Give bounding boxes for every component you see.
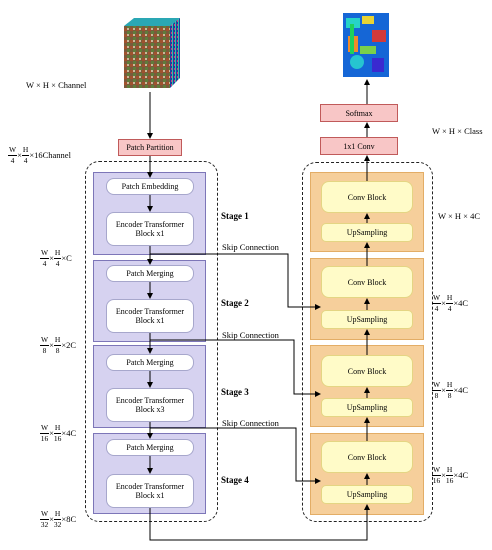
output-dimension-label: W × H × Class xyxy=(432,126,483,136)
patch-merging-stage2: Patch Merging xyxy=(106,265,194,282)
frac-numerator: W xyxy=(8,145,18,156)
frac-denominator: 4 xyxy=(10,155,15,165)
frac-denominator: 4 xyxy=(434,303,439,313)
stage3-label: Stage 3 xyxy=(221,387,249,397)
frac-denominator: 16 xyxy=(53,433,62,443)
encoder-container xyxy=(85,161,218,522)
frac-denominator: 32 xyxy=(40,519,49,529)
frac-denominator: 4 xyxy=(23,155,28,165)
encoder-block-stage2: Encoder Transformer Block x1 xyxy=(106,299,194,333)
upsampling-1: UpSampling xyxy=(321,223,413,242)
stage2-label: Stage 2 xyxy=(221,298,249,308)
frac-denominator: 4 xyxy=(42,258,47,268)
frac-numerator: W xyxy=(40,423,50,434)
frac-numerator: H xyxy=(53,423,62,434)
skip-connection-label-1: Skip Connection xyxy=(222,242,279,252)
conv-block-2: Conv Block xyxy=(321,266,413,298)
conv-block-3: Conv Block xyxy=(321,355,413,387)
frac-denominator: 8 xyxy=(447,390,452,400)
patch-merging-stage4: Patch Merging xyxy=(106,439,194,456)
conv-block-1: Conv Block xyxy=(321,181,413,213)
dimension-suffix: 4C xyxy=(458,298,469,308)
upsampling-4: UpSampling xyxy=(321,485,413,504)
frac-numerator: W xyxy=(40,335,50,346)
frac-denominator: 8 xyxy=(55,345,60,355)
dimension-suffix: 8C xyxy=(66,514,77,524)
frac-numerator: W xyxy=(432,380,442,391)
frac-numerator: H xyxy=(21,145,30,156)
frac-numerator: W xyxy=(432,293,442,304)
frac-numerator: H xyxy=(445,380,454,391)
skip-connection-label-2: Skip Connection xyxy=(222,330,279,340)
input-image-cube xyxy=(124,18,180,88)
frac-denominator: 16 xyxy=(40,433,49,443)
upsampling-2: UpSampling xyxy=(321,310,413,329)
frac-denominator: 8 xyxy=(434,390,439,400)
input-dimension-label: W × H × Channel xyxy=(26,80,87,90)
patch-embedding-box: Patch Embedding xyxy=(106,178,194,195)
stage1-label: Stage 1 xyxy=(221,211,249,221)
dimension-suffix: 16Channel xyxy=(34,150,71,160)
encoder-block-stage3: Encoder Transformer Block x3 xyxy=(106,388,194,422)
frac-denominator: 8 xyxy=(42,345,47,355)
dimension-suffix: 4C xyxy=(458,470,469,480)
frac-denominator: 16 xyxy=(445,475,454,485)
decoder-dimension-label-1: W × H × 4C xyxy=(438,211,481,221)
patch-merging-stage3: Patch Merging xyxy=(106,354,194,371)
frac-numerator: H xyxy=(53,509,62,520)
frac-denominator: 32 xyxy=(53,519,62,529)
dimension-suffix: 2C xyxy=(66,340,77,350)
conv1x1-box: 1x1 Conv xyxy=(320,137,398,155)
frac-denominator: 4 xyxy=(447,303,452,313)
upsampling-3: UpSampling xyxy=(321,398,413,417)
frac-denominator: 4 xyxy=(55,258,60,268)
dimension-suffix: 4C xyxy=(458,385,469,395)
frac-numerator: W xyxy=(40,509,50,520)
frac-numerator: W xyxy=(40,248,50,259)
skip-connection-label-3: Skip Connection xyxy=(222,418,279,428)
frac-numerator: W xyxy=(432,465,442,476)
output-classification-map xyxy=(343,13,389,77)
softmax-box: Softmax xyxy=(320,104,398,122)
encoder-block-stage4: Encoder Transformer Block x1 xyxy=(106,474,194,508)
frac-numerator: H xyxy=(445,465,454,476)
frac-numerator: H xyxy=(445,293,454,304)
frac-denominator: 16 xyxy=(432,475,441,485)
frac-numerator: H xyxy=(53,335,62,346)
conv-block-4: Conv Block xyxy=(321,441,413,473)
dimension-suffix: C xyxy=(66,253,72,263)
dimension-suffix: 4C xyxy=(66,428,77,438)
stage4-label: Stage 4 xyxy=(221,475,249,485)
frac-numerator: H xyxy=(53,248,62,259)
encoder-block-stage1: Encoder Transformer Block x1 xyxy=(106,212,194,246)
patch-partition-box: Patch Partition xyxy=(118,139,182,156)
